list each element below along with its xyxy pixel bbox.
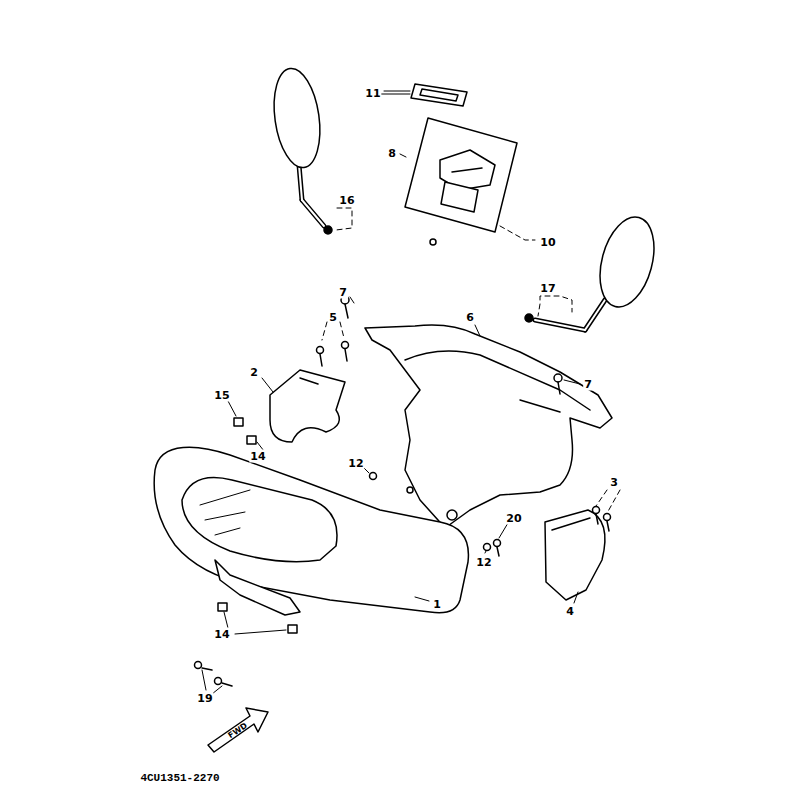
callout-number: 12 xyxy=(475,556,492,569)
screw xyxy=(215,678,233,687)
screw xyxy=(494,540,501,557)
screw xyxy=(593,507,600,525)
screw xyxy=(604,514,611,532)
callout-number: 10 xyxy=(539,236,556,249)
clip-nut xyxy=(234,418,243,426)
callout-number: 5 xyxy=(328,311,338,324)
handlebar-cover-upper xyxy=(365,325,612,528)
right-mirror xyxy=(525,211,663,330)
meter-assembly-box xyxy=(405,118,517,232)
clip-nut xyxy=(218,603,227,611)
screw xyxy=(554,374,562,394)
callout-number: 15 xyxy=(213,389,230,402)
callout-number: 3 xyxy=(609,476,619,489)
grommet xyxy=(370,473,377,480)
screw xyxy=(341,296,349,318)
callout-number: 11 xyxy=(364,87,381,100)
callout-number: 6 xyxy=(465,311,475,324)
drawing-code: 4CU1351-2270 xyxy=(139,772,220,785)
screw xyxy=(195,662,213,671)
callout-number: 16 xyxy=(338,194,355,207)
callout-number: 8 xyxy=(387,147,397,160)
screw-head xyxy=(430,239,436,245)
callout-number: 20 xyxy=(505,512,522,525)
left-mirror xyxy=(268,65,332,234)
callout-number: 7 xyxy=(583,378,593,391)
leader-lines xyxy=(202,91,580,694)
callout-number: 4 xyxy=(565,605,575,618)
handlebar-cover-front xyxy=(154,447,468,615)
callout-number: 14 xyxy=(249,450,266,463)
screw xyxy=(317,347,324,367)
callout-number: 2 xyxy=(249,366,259,379)
inner-panel-left xyxy=(270,370,345,442)
direction-mark: FWD xyxy=(226,721,251,742)
forward-arrow xyxy=(208,708,268,752)
meter-lens xyxy=(411,84,467,106)
callout-number: 12 xyxy=(347,457,364,470)
clip-nut xyxy=(288,625,297,633)
clip-nut xyxy=(247,436,256,444)
grommet xyxy=(484,544,491,551)
callout-number: 7 xyxy=(338,286,348,299)
callout-number: 17 xyxy=(539,282,556,295)
callout-number: 19 xyxy=(196,692,213,705)
screw xyxy=(342,342,349,362)
callout-number: 14 xyxy=(213,628,230,641)
callout-number: 1 xyxy=(432,598,442,611)
fasteners xyxy=(195,239,611,686)
inner-panel-right xyxy=(545,510,605,600)
